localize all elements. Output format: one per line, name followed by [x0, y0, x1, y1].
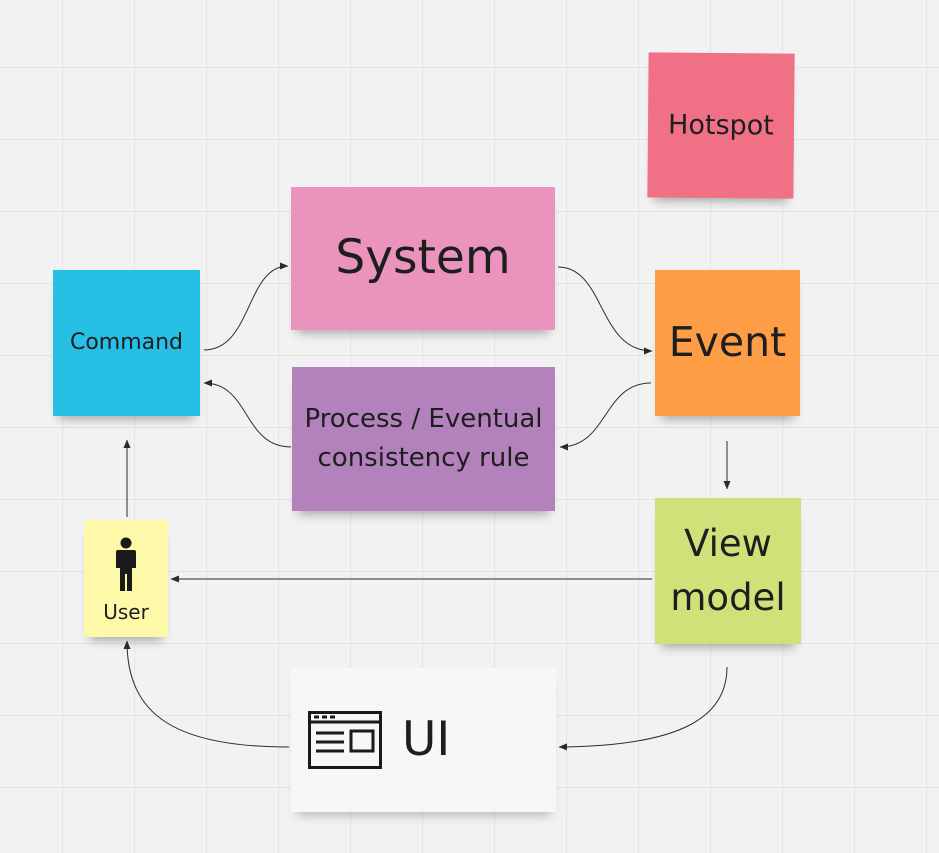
- hotspot-label: Hotspot: [667, 109, 774, 142]
- process-note[interactable]: Process / Eventual consistency rule: [292, 367, 555, 511]
- user-label: User: [103, 599, 149, 624]
- connector-command-to-system[interactable]: [203, 262, 289, 351]
- view-model-note[interactable]: View model: [655, 498, 801, 644]
- connector-event-to-process[interactable]: [559, 382, 652, 451]
- view-model-label: View model: [670, 522, 786, 619]
- event-note[interactable]: Event: [655, 270, 800, 416]
- browser-window-icon: [308, 711, 382, 769]
- event-label: Event: [668, 318, 787, 367]
- process-label: Process / Eventual consistency rule: [304, 404, 543, 473]
- system-label: System: [335, 230, 511, 286]
- hotspot-note[interactable]: Hotspot: [647, 52, 795, 199]
- person-icon: [116, 537, 136, 591]
- connector-ui-to-user[interactable]: [123, 640, 290, 748]
- connector-process-to-command[interactable]: [203, 379, 292, 448]
- ui-note[interactable]: UI: [291, 668, 556, 812]
- command-label: Command: [69, 330, 184, 356]
- user-note[interactable]: User: [84, 520, 168, 637]
- ui-label: UI: [402, 711, 451, 767]
- connector-system-to-event[interactable]: [557, 266, 653, 355]
- connector-view-model-to-ui[interactable]: [558, 666, 728, 751]
- system-note[interactable]: System: [291, 187, 555, 330]
- command-note[interactable]: Command: [53, 270, 200, 416]
